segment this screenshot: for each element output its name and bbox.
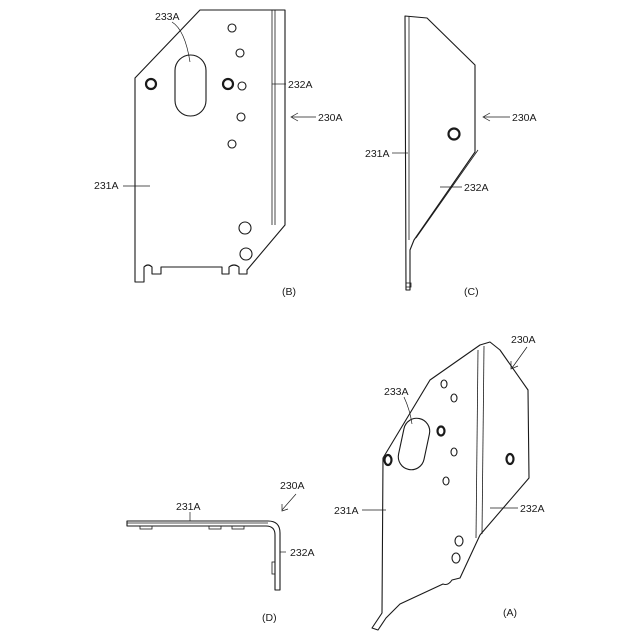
view-a-hole [385, 455, 392, 465]
view-d-caption: (D) [262, 612, 277, 624]
view-d-leader-230 [282, 494, 296, 510]
view-c: 230A 231A 232A (C) [365, 16, 537, 298]
view-a-bend-line [476, 350, 478, 538]
view-b-hole [238, 82, 246, 90]
view-c-bend-line [416, 150, 478, 238]
view-a-hole [443, 477, 449, 485]
view-a-hole [452, 553, 460, 563]
view-b-hole [228, 140, 236, 148]
view-b-hole [239, 222, 251, 234]
view-b-label-232: 232A [288, 79, 313, 91]
view-b-hole [146, 79, 156, 89]
view-b-hole [237, 113, 245, 121]
view-d-label-231: 231A [176, 501, 201, 513]
view-b-caption: (B) [282, 286, 296, 298]
view-a: 230A 233A 231A 232A (A) [334, 334, 545, 630]
view-a-leader-230 [512, 347, 527, 368]
view-b-slot [175, 55, 206, 116]
view-d-plate-outline [127, 521, 280, 590]
view-b-hole [236, 49, 244, 57]
view-b-label-233: 233A [155, 11, 180, 23]
view-d: 230A 231A 232A (D) [127, 480, 315, 624]
view-a-label-230: 230A [511, 334, 536, 346]
view-c-caption: (C) [464, 286, 479, 298]
view-c-label-230: 230A [512, 112, 537, 124]
view-a-slot [396, 416, 432, 472]
view-a-hole [451, 448, 457, 456]
view-a-label-231: 231A [334, 505, 359, 517]
view-b-label-231: 231A [94, 180, 119, 192]
view-c-side-outline [405, 16, 475, 290]
view-b-hole [223, 79, 233, 89]
view-c-hole [449, 129, 460, 140]
view-a-bend-line-2 [482, 346, 484, 534]
view-a-caption: (A) [503, 607, 517, 619]
view-b: 233A 232A 230A 231A (B) [94, 10, 343, 298]
view-d-label-232: 232A [290, 547, 315, 559]
view-a-hole [438, 427, 445, 436]
view-a-hole [455, 536, 463, 546]
view-d-arrowhead [282, 504, 288, 511]
view-c-label-232: 232A [464, 182, 489, 194]
view-a-hole [441, 380, 447, 388]
view-b-hole [228, 24, 236, 32]
view-b-label-230: 230A [318, 112, 343, 124]
view-a-label-233: 233A [384, 386, 409, 398]
view-a-label-232: 232A [520, 503, 545, 515]
view-a-hole [451, 394, 457, 402]
view-d-label-230: 230A [280, 480, 305, 492]
view-a-hole [507, 454, 514, 464]
view-b-plate-outline [135, 10, 285, 282]
view-b-hole [240, 248, 252, 260]
view-c-label-231: 231A [365, 148, 390, 160]
